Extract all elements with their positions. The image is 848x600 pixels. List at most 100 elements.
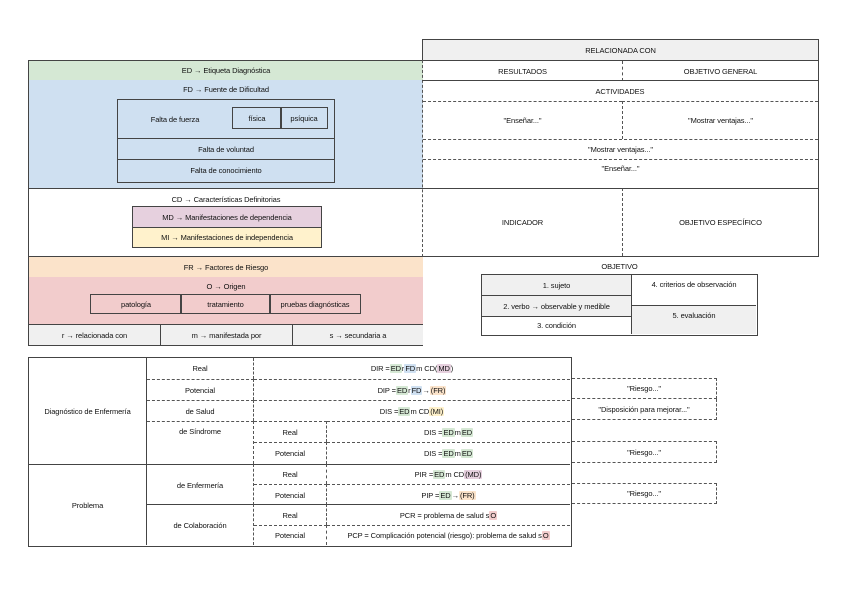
ed-row: ED → Etiqueta Diagnóstica	[28, 60, 423, 81]
formula-dis-salud: DIS = ED m CD (MI)	[254, 400, 570, 421]
pc-real: Real	[254, 504, 327, 525]
f-text: m	[454, 449, 461, 458]
formula-dip: DIP = ED r FD → (FR)	[254, 379, 570, 400]
f-text: →	[451, 490, 460, 500]
f-text: (	[434, 364, 438, 373]
f-text: m CD	[445, 470, 465, 479]
obj-criterios: 4. criterios de observación	[632, 275, 756, 305]
actividades-header: ACTIVIDADES	[422, 80, 819, 102]
nursing-table: Diagnóstico de Enfermería Problema Real …	[28, 357, 572, 547]
ed-tag: ED	[460, 427, 474, 437]
ensenar-cell-1: "Enseñar..."	[423, 101, 622, 139]
objetivo-especifico-cell: OBJETIVO ESPECÍFICO	[622, 188, 818, 256]
o-title: O → Origen	[206, 281, 246, 291]
md-box: MD → Manifestaciones de dependencia	[132, 206, 322, 228]
o-tag: O	[541, 531, 550, 540]
f-text: DIP =	[377, 385, 396, 395]
f-text: m	[454, 427, 461, 437]
cd-section: CD → Características Definitorias MD → M…	[28, 189, 423, 257]
ed-tag: ED	[389, 364, 402, 373]
fisica-box: física	[232, 107, 282, 129]
f-text: PIR =	[414, 470, 434, 479]
ed-tag: ED	[442, 449, 455, 458]
fd-tag: FD	[410, 385, 423, 395]
diag-real: Real	[147, 358, 254, 379]
fr-tag: (FR)	[429, 385, 447, 395]
ensenar-cell-2: "Enseñar..."	[423, 159, 818, 189]
obj-sujeto: 1. sujeto	[482, 275, 632, 295]
obj-criterios-label: 4. criterios de observación	[651, 280, 737, 289]
pe-potencial: Potencial	[254, 484, 327, 505]
pc-potencial: Potencial	[254, 525, 327, 545]
psiquica-box: psíquica	[280, 107, 328, 129]
fd-box: Falta de fuerza física psíquica Falta de…	[117, 99, 335, 183]
o-patologia: patología	[90, 294, 182, 314]
f-text: r	[401, 364, 405, 373]
f-text: →	[422, 385, 430, 395]
md-tag: (MD)	[464, 470, 483, 479]
legend-m: m → manifestada por	[161, 325, 293, 345]
ensenar-label-2: "Enseñar..."	[601, 164, 640, 173]
objetivo-table: 1. sujeto 2. verbo → observable y medibl…	[481, 274, 758, 336]
side-riesgo-3: "Riesgo..."	[572, 483, 717, 504]
o-tag: O	[489, 510, 498, 520]
formula-pip: PIP = ED → (FR)	[327, 484, 570, 505]
ed-tag: ED	[439, 490, 452, 500]
legend-s: s → secundaria a	[329, 330, 387, 340]
objetivo-general-cell: OBJETIVO GENERAL	[622, 61, 818, 81]
md-tag: MD	[437, 364, 451, 373]
objetivo-title: OBJETIVO	[601, 261, 638, 271]
fd-tag: FD	[404, 364, 417, 373]
obj-evaluacion: 5. evaluación	[632, 305, 756, 334]
obj-evaluacion-label: 5. evaluación	[672, 311, 716, 320]
legend-row: r → relacionada con m → manifestada por …	[28, 324, 423, 346]
formula-dir: DIR = ED r FD m CD (MD)	[254, 358, 570, 379]
diag-potencial: Potencial	[147, 379, 254, 400]
obj-condicion: 3. condición	[482, 316, 632, 334]
relacionada-header: RELACIONADA CON	[422, 39, 819, 61]
falta-conocimiento: Falta de conocimiento	[118, 159, 334, 181]
formula-pir: PIR = ED m CD (MD)	[327, 464, 570, 484]
mostrar-cell-2: "Mostrar ventajas..."	[423, 139, 818, 159]
ed-tag: ED	[433, 470, 446, 479]
f-text: PCP = Complicación potencial (riesgo): p…	[347, 531, 542, 540]
f-text: DIS =	[423, 449, 443, 458]
formula-dis-sind-pot: DIS = ED m ED	[327, 442, 570, 464]
fd-section: FD → Fuente de Dificultad Falta de fuerz…	[28, 80, 423, 189]
diag-salud: de Salud	[147, 400, 254, 421]
prob-enfermeria: de Enfermería	[147, 464, 254, 505]
formula-pcp: PCP = Complicación potencial (riesgo): p…	[327, 525, 570, 545]
prob-colaboracion: de Colaboración	[147, 504, 254, 545]
o-pruebas: pruebas diagnósticas	[269, 294, 361, 314]
f-text: m CD	[416, 364, 435, 373]
right-panel	[422, 60, 819, 257]
falta-voluntad: Falta de voluntad	[118, 138, 334, 159]
ed-tag: ED	[460, 449, 474, 458]
ed-label: ED → Etiqueta Diagnóstica	[181, 66, 271, 75]
mi-box: MI → Manifestaciones de independencia	[132, 227, 322, 248]
mi-tag: (MI)	[429, 406, 445, 416]
sind-potencial: Potencial	[254, 442, 327, 464]
relacionada-label: RELACIONADA CON	[585, 45, 656, 55]
o-tratamiento: tratamiento	[180, 294, 271, 314]
f-text: PCR = problema de salud s	[399, 510, 490, 520]
falta-fuerza: Falta de fuerza	[150, 114, 200, 124]
f-text: DIS =	[423, 427, 443, 437]
pe-real: Real	[254, 464, 327, 484]
sind-real: Real	[254, 421, 327, 442]
ed-tag: ED	[395, 385, 409, 395]
side-riesgo-1: "Riesgo..."	[572, 378, 717, 399]
f-text: r	[408, 385, 411, 395]
f-text: DIR =	[370, 364, 390, 373]
legend-r: r → relacionada con	[29, 325, 161, 345]
fd-title: FD → Fuente de Dificultad	[183, 84, 269, 94]
ed-tag: ED	[442, 427, 455, 437]
mostrar-cell-1: "Mostrar ventajas..."	[622, 101, 818, 139]
ed-tag: ED	[398, 406, 411, 416]
actividades-label: ACTIVIDADES	[595, 87, 645, 96]
f-text: PIP =	[421, 490, 440, 500]
o-section: O → Origen patología tratamiento pruebas…	[28, 277, 423, 325]
cd-title: CD → Características Definitorias	[171, 194, 281, 204]
fr-label: FR → Factores de Riesgo	[183, 262, 269, 272]
resultados-cell: RESULTADOS	[498, 66, 547, 76]
